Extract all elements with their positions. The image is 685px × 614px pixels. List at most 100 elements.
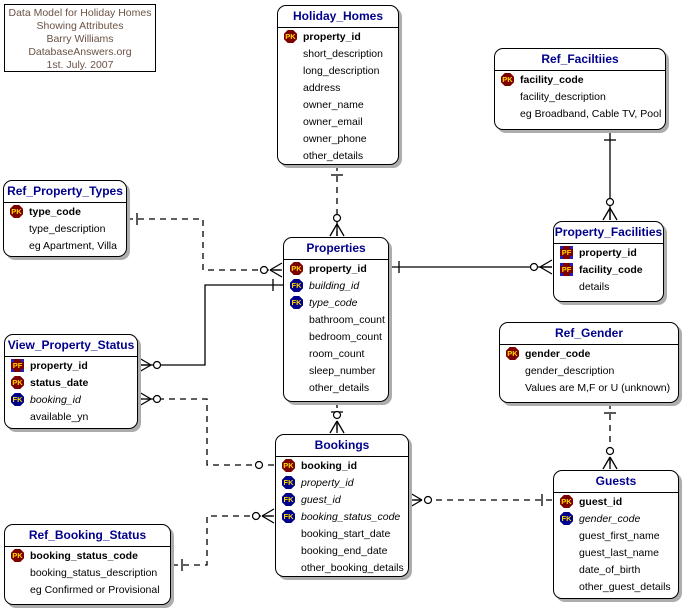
attribute-row: Values are M,F or U (unknown) — [500, 379, 678, 396]
key-spacer — [290, 330, 303, 343]
attribute-name: booking_id — [30, 393, 81, 406]
attribute-name: available_yn — [30, 410, 89, 423]
note-line: Data Model for Holiday Homes — [8, 7, 152, 19]
key-spacer — [560, 280, 573, 293]
key-spacer — [290, 381, 303, 394]
attribute-name: gender_code — [525, 347, 591, 360]
attribute-row: details — [554, 278, 663, 295]
attribute-row: guest_last_name — [554, 544, 678, 561]
pk-key-icon: PK — [506, 347, 519, 360]
relationship-ref_faciltiies-property_facilities[interactable] — [602, 130, 618, 221]
fk-key-icon: FK — [290, 279, 303, 292]
attribute-name: guest_id — [579, 495, 623, 508]
attribute-name: address — [303, 81, 341, 94]
attribute-name: other_details — [303, 149, 364, 162]
entity-title: Properties — [284, 238, 388, 260]
attribute-row: gender_description — [500, 362, 678, 379]
pf-key-icon: PF — [11, 359, 24, 372]
attribute-row: facility_description — [495, 88, 665, 105]
relationship-ref_gender-guests[interactable] — [602, 403, 618, 470]
note-line: Barry Williams — [46, 32, 114, 45]
relationship-properties-bookings[interactable] — [329, 402, 345, 434]
attribute-row: eg Broadband, Cable TV, Pool — [495, 105, 665, 122]
entity-title: View_Property_Status — [5, 335, 137, 357]
relationship-properties-view_property_status[interactable] — [138, 279, 283, 373]
attribute-row: other_details — [278, 147, 398, 164]
note-line: 1st. July. 2007 — [46, 58, 114, 71]
relationship-ref_booking_status-bookings[interactable] — [172, 508, 275, 571]
entity-title: Property_Facilities — [554, 222, 663, 244]
relationship-bookings-view_property_status[interactable] — [138, 391, 274, 470]
attribute-row: eg Confirmed or Provisional — [5, 581, 170, 598]
entity-title: Ref_Property_Types — [4, 181, 126, 203]
attribute-name: eg Apartment, Villa — [29, 239, 117, 252]
fk-key-icon: FK — [282, 493, 295, 506]
relationship-guests-bookings[interactable] — [409, 492, 552, 508]
attribute-row: PF property_id — [5, 357, 137, 374]
attribute-name: eg Broadband, Cable TV, Pool — [520, 107, 662, 120]
key-spacer — [501, 107, 514, 120]
attribute-name: bathroom_count — [309, 313, 385, 326]
relationship-properties-property_facilities[interactable] — [389, 259, 553, 275]
fk-key-icon: FK — [282, 476, 295, 489]
attribute-row: owner_phone — [278, 130, 398, 147]
attribute-name: owner_name — [303, 98, 364, 111]
key-spacer — [284, 47, 297, 60]
attribute-row: other_details — [284, 379, 388, 396]
pf-key-icon: PF — [560, 246, 573, 259]
attribute-name: facility_description — [520, 90, 606, 103]
key-spacer — [11, 410, 24, 423]
pk-key-icon: PK — [501, 73, 514, 86]
attribute-row: guest_first_name — [554, 527, 678, 544]
attribute-row: booking_start_date — [276, 525, 408, 542]
key-spacer — [282, 561, 295, 574]
attribute-name: property_id — [30, 359, 88, 372]
key-spacer — [284, 132, 297, 145]
attribute-name: status_date — [30, 376, 89, 389]
pk-key-icon: PK — [284, 30, 297, 43]
fk-key-icon: FK — [560, 512, 573, 525]
entity-title: Ref_Gender — [500, 323, 678, 345]
entity-title: Ref_Booking_Status — [5, 525, 170, 547]
key-spacer — [284, 81, 297, 94]
attribute-row: booking_end_date — [276, 542, 408, 559]
attribute-name: sleep_number — [309, 364, 376, 377]
relationship-holiday_homes-properties[interactable] — [329, 165, 345, 237]
attribute-name: gender_code — [579, 512, 641, 525]
key-spacer — [284, 115, 297, 128]
relationship-ref_property_types-properties[interactable] — [127, 213, 283, 278]
attribute-row: long_description — [278, 62, 398, 79]
key-spacer — [284, 64, 297, 77]
attribute-row: type_description — [4, 220, 126, 237]
pk-key-icon: PK — [290, 262, 303, 275]
attribute-name: gender_description — [525, 364, 615, 377]
note-line: Showing Attributes — [36, 19, 124, 32]
attribute-name: facility_code — [579, 263, 643, 276]
fk-key-icon: FK — [290, 296, 303, 309]
pf-key-icon: PF — [560, 263, 573, 276]
attribute-row: booking_status_description — [5, 564, 170, 581]
attribute-row: short_description — [278, 45, 398, 62]
attribute-name: type_description — [29, 222, 106, 235]
attribute-row: FK gender_code — [554, 510, 678, 527]
attribute-name: property_id — [309, 262, 367, 275]
attribute-row: sleep_number — [284, 362, 388, 379]
